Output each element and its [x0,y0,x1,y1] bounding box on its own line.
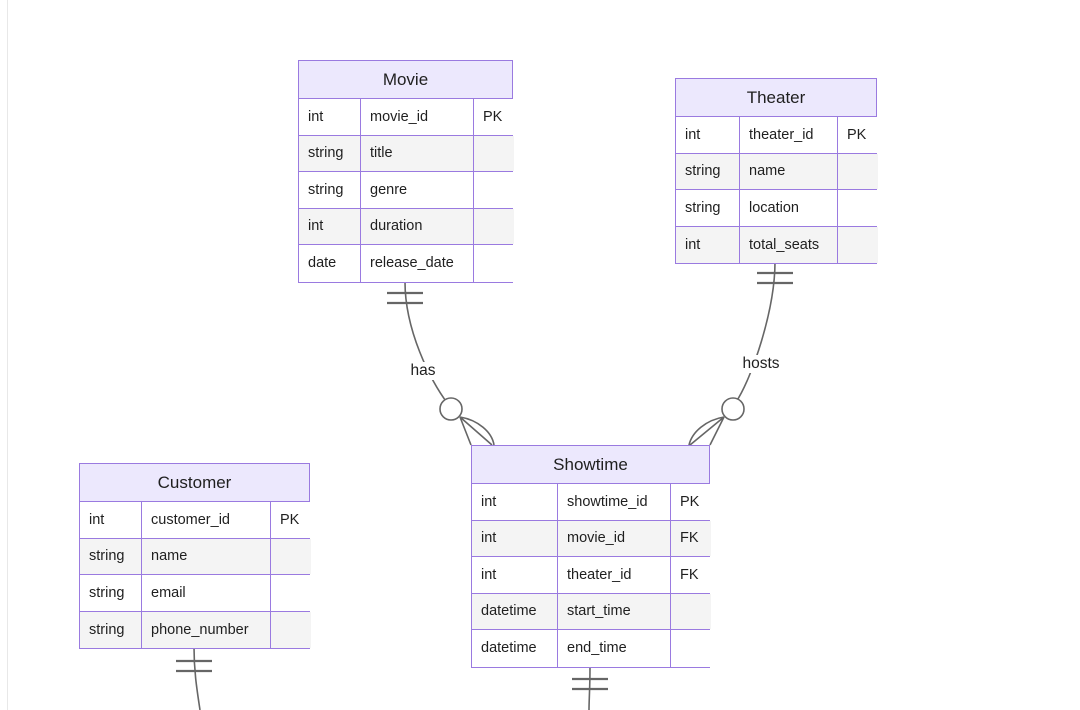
attribute-key [271,538,311,574]
entity-title-theater: Theater [676,79,876,117]
attribute-type: string [676,190,740,226]
attribute-type: int [299,99,361,135]
attribute-name: end_time [558,630,671,667]
entity-title-customer: Customer [80,464,309,502]
attribute-type: string [299,135,361,171]
attribute-name: phone_number [142,611,271,648]
attribute-key: FK [671,557,711,593]
relationship-label-has: has [408,362,438,380]
attribute-name: release_date [361,245,474,282]
edge-hosts-line [735,261,776,403]
attribute-name: name [740,153,838,189]
attribute-name: genre [361,172,474,208]
attribute-type: string [80,538,142,574]
attribute-key [838,190,878,226]
attribute-key [671,630,711,667]
attribute-key: PK [838,117,878,153]
attribute-name: theater_id [558,557,671,593]
attribute-name: name [142,538,271,574]
attribute-type: int [676,117,740,153]
attribute-name: duration [361,208,474,244]
attribute-type: int [472,557,558,593]
attribute-type: int [472,520,558,556]
attribute-key: FK [671,520,711,556]
attribute-name: location [740,190,838,226]
attribute-key: PK [671,484,711,520]
edge-customer-down-line [193,646,201,710]
attribute-type: int [80,502,142,538]
attribute-key [474,245,514,282]
entity-title-showtime: Showtime [472,446,709,484]
attribute-type: string [676,153,740,189]
edge-has-zero-circle [439,397,463,421]
attribute-name: email [142,575,271,611]
attribute-key [671,593,711,629]
attribute-type: int [472,484,558,520]
attribute-name: showtime_id [558,484,671,520]
attribute-name: movie_id [558,520,671,556]
attribute-key [474,135,514,171]
attribute-name: theater_id [740,117,838,153]
attribute-type: int [299,208,361,244]
attribute-key [474,172,514,208]
attribute-key [838,153,878,189]
attribute-type: string [299,172,361,208]
edge-has-crowfoot [459,416,495,446]
attribute-type: datetime [472,630,558,667]
edge-has-line [404,281,449,405]
attribute-type: datetime [472,593,558,629]
attribute-key [271,575,311,611]
attribute-key [271,611,311,648]
attribute-key: PK [474,99,514,135]
attribute-type: string [80,575,142,611]
attribute-type: date [299,245,361,282]
page-left-rule [7,0,8,710]
attribute-type: string [80,611,142,648]
edge-hosts-crowfoot [688,416,725,446]
attribute-name: title [361,135,474,171]
attribute-name: total_seats [740,226,838,263]
attribute-name: start_time [558,593,671,629]
attribute-type: int [676,226,740,263]
edge-hosts-zero-circle [721,397,745,421]
attribute-key: PK [271,502,311,538]
edge-showtime-down-line [588,666,591,710]
attribute-name: movie_id [361,99,474,135]
attribute-name: customer_id [142,502,271,538]
relationship-label-hosts: hosts [740,355,782,373]
attribute-key [474,208,514,244]
attribute-key [838,226,878,263]
entity-title-movie: Movie [299,61,512,99]
